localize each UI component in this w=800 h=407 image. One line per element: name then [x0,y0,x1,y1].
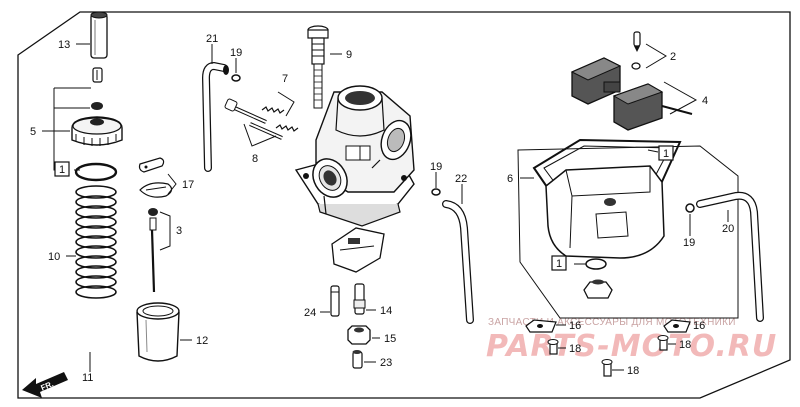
part-drain-screw [583,279,613,299]
callout-16b: 16 [693,320,705,332]
watermark-caption: ЗАПЧАСТИ И АКСЕССУАРЫ ДЛЯ МОТОТЕХНИКИ [488,317,736,328]
callout-24: 24 [304,307,316,319]
part-14-jet [353,283,366,315]
part-6-group-frame [517,145,739,319]
part-washer [91,102,103,110]
part-4-float [570,57,693,131]
callout-14: 14 [380,305,392,317]
callout-13: 13 [58,39,70,51]
part-23-jet [352,350,363,369]
callout-18c: 18 [627,365,639,377]
callout-9: 9 [346,49,352,61]
callout-numbers: 13 5 1 10 11 17 3 12 21 19 7 8 9 19 22 2… [30,33,734,384]
part-22-hose [442,200,474,324]
callout-2: 2 [670,51,676,63]
callout-16a: 16 [569,320,581,332]
part-15-nut [347,325,371,345]
part-13-cylinder [90,11,108,59]
part-16-plate-a [525,319,557,333]
part-19-clip-c [685,203,695,213]
part-needle-clip [92,67,103,83]
part-17-clip [138,157,173,198]
part-carburetor-body [294,85,415,227]
callout-20: 20 [722,223,734,235]
part-19-clip-a [231,74,241,82]
callout-18a: 18 [569,343,581,355]
callout-1b: 1 [663,148,669,160]
part-18-screw-c [601,359,613,377]
callout-18b: 18 [679,339,691,351]
callout-3: 3 [176,225,182,237]
part-19-clip-b [431,188,441,196]
callout-23: 23 [380,357,392,369]
front-direction-arrow: FR. [22,372,68,398]
callout-5: 5 [30,126,36,138]
callout-12: 12 [196,335,208,347]
part-3-jet-needle [148,208,158,293]
callout-17: 17 [182,179,194,191]
part-o-ring [74,162,118,182]
part-8-screws [224,98,283,140]
part-20-hose [696,191,764,322]
part-18-screw-b [657,335,669,351]
diagram-frame [17,11,791,399]
callout-19c: 19 [683,237,695,249]
ref-box-1c [551,255,567,271]
callout-21: 21 [206,33,218,45]
part-2-float-valve [631,31,641,70]
front-marker-label: FR. [39,379,54,392]
callout-22: 22 [455,173,467,185]
callout-8: 8 [252,153,258,165]
part-10-spring [75,185,117,299]
ref-box-1b [658,145,674,161]
callout-15: 15 [384,333,396,345]
callout-10: 10 [48,251,60,263]
watermark: ЗАПЧАСТИ И АКСЕССУАРЫ ДЛЯ МОТОТЕХНИКИ PA… [486,317,777,364]
callout-4: 4 [702,95,708,107]
callout-1a: 1 [59,164,65,176]
part-6-float-chamber [532,138,682,259]
part-21-hose [201,61,229,172]
callout-19a: 19 [230,47,242,59]
callout-1c: 1 [556,258,562,270]
part-o-ring-small [585,258,607,270]
callout-7: 7 [282,73,288,85]
callout-11: 11 [82,372,93,384]
ref-box-1a [54,161,70,177]
part-12-throttle-valve [136,302,180,362]
callout-19b: 19 [430,161,442,173]
part-9-adjuster [307,25,329,109]
watermark-logo: PARTS-MOTO.RU [486,329,777,364]
part-7-springs [261,106,299,132]
part-5-cap [71,116,123,146]
part-bracket-plate [331,227,385,273]
part-18-screw-a [547,339,559,355]
part-24-jet [330,285,340,317]
part-16-plate-b [663,319,691,333]
callout-6: 6 [507,173,513,185]
